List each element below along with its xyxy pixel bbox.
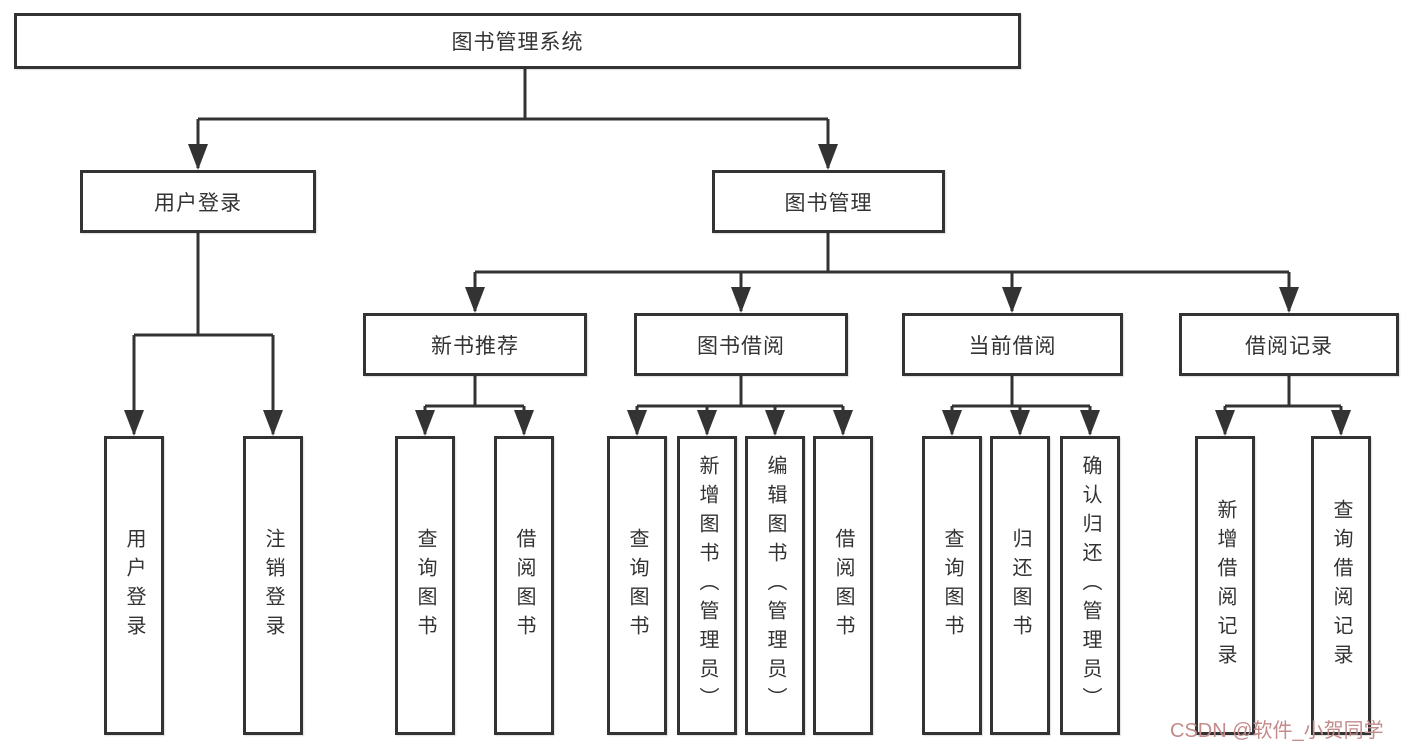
arrowhead <box>415 410 435 436</box>
leaf-current-query-book: 查询图书 <box>922 436 982 735</box>
leaf-edit-book-admin: 编辑图书（管理员） <box>745 436 805 735</box>
arrowhead <box>697 410 717 436</box>
arrowhead <box>731 287 751 313</box>
arrowhead <box>1010 410 1030 436</box>
arrowhead <box>942 410 962 436</box>
leaf-return-book: 归还图书 <box>990 436 1050 735</box>
arrowhead <box>1215 410 1235 436</box>
leaf-borrow-book: 借阅图书 <box>813 436 873 735</box>
node-book-management: 图书管理 <box>712 170 945 233</box>
arrowhead <box>124 410 144 436</box>
leaf-user-login: 用户登录 <box>104 436 164 735</box>
leaf-query-borrow-record: 查询借阅记录 <box>1311 436 1371 735</box>
arrowhead <box>1002 287 1022 313</box>
arrowheads <box>124 144 1351 436</box>
arrowhead <box>1279 287 1299 313</box>
node-book-borrow: 图书借阅 <box>634 313 848 376</box>
node-current-borrow: 当前借阅 <box>902 313 1123 376</box>
node-borrow-record: 借阅记录 <box>1179 313 1399 376</box>
arrowhead <box>514 410 534 436</box>
leaf-confirm-return-admin: 确认归还（管理员） <box>1060 436 1120 735</box>
leaf-borrow-query-book: 查询图书 <box>607 436 667 735</box>
csdn-watermark: CSDN @软件_小贺同学 <box>1170 720 1384 742</box>
node-root-library-system: 图书管理系统 <box>14 13 1021 69</box>
tree-edges <box>132 69 1343 434</box>
node-user-login: 用户登录 <box>80 170 316 233</box>
leaf-rec-query-book: 查询图书 <box>395 436 455 735</box>
leaf-rec-borrow-book: 借阅图书 <box>494 436 554 735</box>
arrowhead <box>188 144 208 170</box>
arrowhead <box>833 410 853 436</box>
arrowhead <box>818 144 838 170</box>
arrowhead <box>1080 410 1100 436</box>
leaf-add-borrow-record: 新增借阅记录 <box>1195 436 1255 735</box>
arrowhead <box>1331 410 1351 436</box>
arrowhead <box>263 410 283 436</box>
leaf-add-book-admin: 新增图书（管理员） <box>677 436 737 735</box>
node-new-book-recommend: 新书推荐 <box>363 313 587 376</box>
leaf-logout: 注销登录 <box>243 436 303 735</box>
arrowhead <box>765 410 785 436</box>
arrowhead <box>465 287 485 313</box>
arrowhead <box>627 410 647 436</box>
